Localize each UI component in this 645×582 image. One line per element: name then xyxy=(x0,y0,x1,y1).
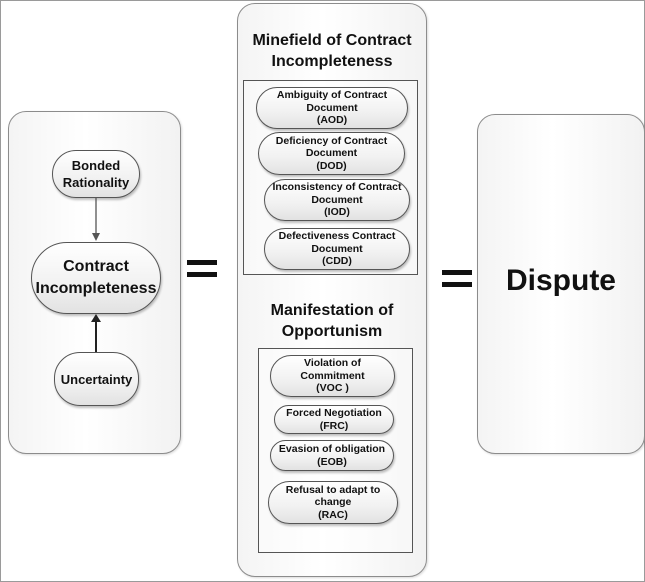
equals-sign-right xyxy=(442,270,472,294)
manifestation-heading: Manifestation of Opportunism xyxy=(270,302,394,340)
voc-node: Violation of Commitment (VOC ) xyxy=(270,355,395,397)
cdd-node: Defectiveness Contract Document (CDD) xyxy=(264,228,410,270)
arrowhead-up xyxy=(91,314,101,322)
frc-node: Forced Negotiation (FRC) xyxy=(274,405,394,434)
bonded-rationality-node: Bonded Rationality xyxy=(52,150,140,198)
contract-incompleteness-node: Contract Incompleteness xyxy=(31,242,161,314)
minefield-heading: Minefield of Contract Incompleteness xyxy=(252,32,412,70)
eob-node: Evasion of obligation (EOB) xyxy=(270,440,394,471)
dispute-label: Dispute xyxy=(505,264,616,297)
aod-node: Ambiguity of Contract Document (AOD) xyxy=(256,87,408,129)
right-panel xyxy=(477,114,645,454)
rac-node: Refusal to adapt to change (RAC) xyxy=(268,481,398,524)
dod-node: Deficiency of Contract Document (DOD) xyxy=(258,132,405,175)
equals-sign-left xyxy=(187,260,217,284)
arrowhead-down xyxy=(92,233,100,241)
uncertainty-node: Uncertainty xyxy=(54,352,139,406)
iod-node: Inconsistency of Contract Document (IOD) xyxy=(264,179,410,221)
